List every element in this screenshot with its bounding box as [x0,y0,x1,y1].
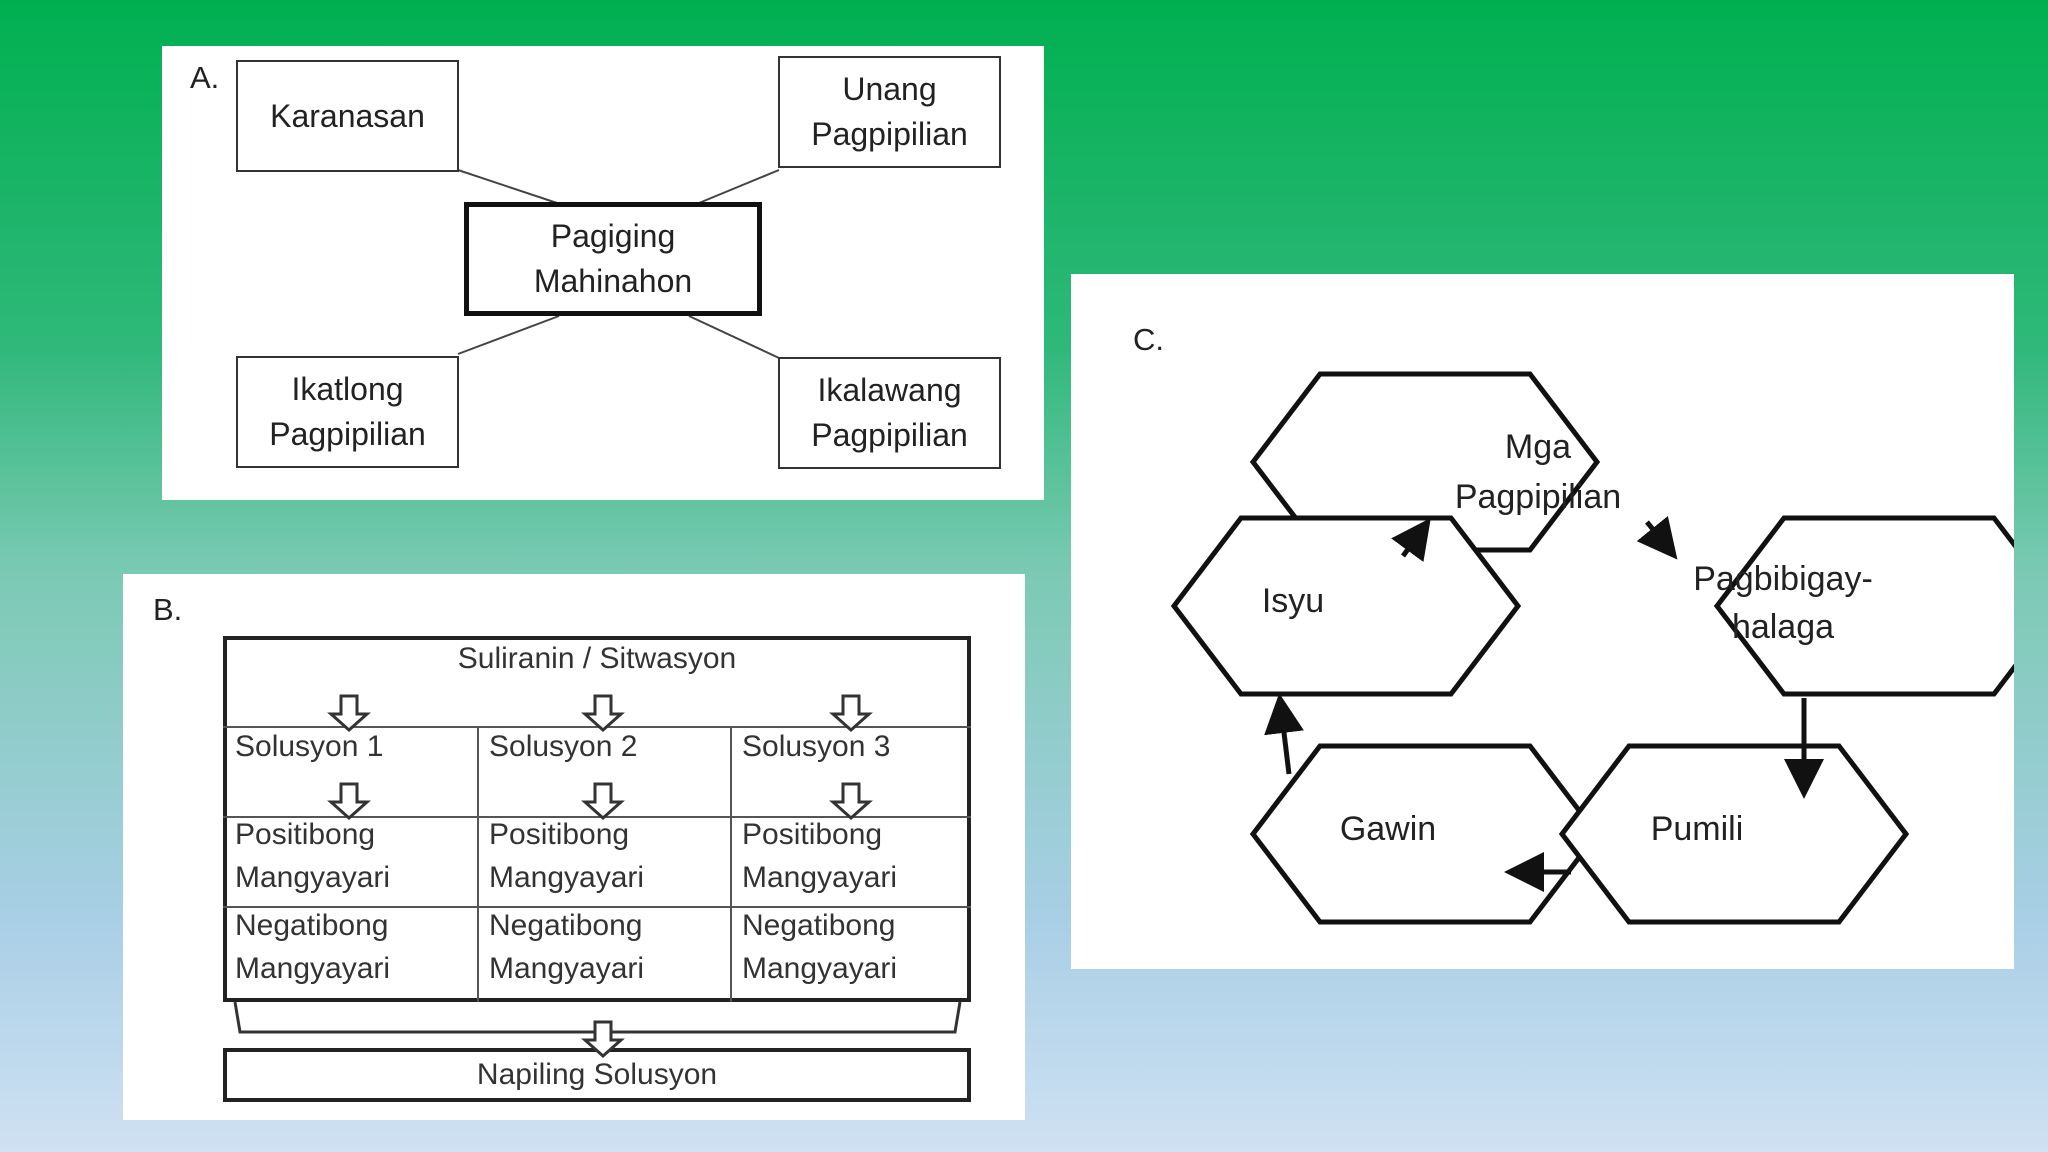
negatibong-2-cell: Negatibong Mangyayari [489,905,644,990]
mga-pagpipilian-hex [1249,371,1601,553]
ikatlong-pagpipilian-text: Ikatlong Pagpipilian [269,367,426,457]
positibong-2-cell: Positibong Mangyayari [489,814,644,899]
negatibong-2-line-2: Mangyayari [489,951,645,985]
down-arrow-icon [581,1020,625,1058]
negatibong-1-line-2: Mangyayari [235,951,391,985]
unang-pagpipilian-text: Unang Pagpipilian [811,67,968,157]
cycle-diagram: Mga Pagpipilian Isyu Pagbibigay- halaga … [1170,371,2014,925]
unang-line-1: Unang [842,71,937,108]
panel-b-label: B. [153,592,183,627]
ikatlong-line-1: Ikatlong [291,371,404,408]
positibong-2-line-1: Positibong [489,818,630,851]
pumili-hex [1558,743,1910,925]
positibong-2-line-2: Mangyayari [489,860,645,894]
unang-line-2: Pagpipilian [811,116,968,152]
isyu-label: Isyu [1262,582,1324,620]
down-arrow-icon [327,694,371,732]
solusyon-1-cell: Solusyon 1 [235,730,384,763]
negatibong-1-cell: Negatibong Mangyayari [235,905,390,990]
center-line-1: Pagiging [550,218,676,255]
gawin-label: Gawin [1340,810,1436,848]
isyu-hex [1170,515,1522,697]
arrow-gawin-to-isyu [1264,693,1304,775]
center-line-2: Mahinahon [533,263,693,299]
unang-pagpipilian-box: Unang Pagpipilian [778,56,1001,168]
panel-a: A. Karanasan Unang Pagpipilian Pagiging … [162,46,1044,500]
positibong-1-cell: Positibong Mangyayari [235,814,390,899]
panel-b: B. Suliranin / Sitwasyon Solusyon 1 Posi… [123,574,1025,1120]
ikatlong-line-2: Pagpipilian [269,416,426,452]
ikalawang-line-2: Pagpipilian [811,417,968,453]
decision-table: Suliranin / Sitwasyon [223,636,971,1002]
down-arrow-icon [829,782,873,820]
pagiging-mahinahon-box: Pagiging Mahinahon [464,202,762,316]
mga-pagpipilian-label: Mga [1505,428,1571,466]
negatibong-3-line-2: Mangyayari [742,951,898,985]
down-arrow-icon [581,782,625,820]
panel-c: C. Mga Pagpipilian Isyu Pagbibigay- hala… [1071,274,2014,969]
gawin-hex [1249,743,1601,925]
suliranin-header: Suliranin / Sitwasyon [457,642,737,675]
down-arrow-icon [327,782,371,820]
ikalawang-pagpipilian-box: Ikalawang Pagpipilian [778,357,1001,469]
arrow-isyu-to-mga-pagpipilian [1391,517,1431,562]
ikalawang-pagpipilian-text: Ikalawang Pagpipilian [811,368,968,458]
negatibong-2-line-1: Negatibong [489,909,643,942]
positibong-3-line-1: Positibong [742,818,883,851]
pumili-label: Pumili [1651,810,1744,848]
solusyon-2-cell: Solusyon 2 [489,730,638,763]
panel-a-label: A. [190,60,220,95]
negatibong-3-cell: Negatibong Mangyayari [742,905,897,990]
positibong-1-line-2: Mangyayari [235,860,391,894]
negatibong-3-line-1: Negatibong [742,909,896,942]
ikatlong-pagpipilian-box: Ikatlong Pagpipilian [236,356,459,468]
panel-c-label: C. [1133,322,1164,357]
mga-pagpipilian-label: Pagpipilian [1455,478,1621,516]
positibong-3-line-2: Mangyayari [742,860,898,894]
positibong-3-cell: Positibong Mangyayari [742,814,897,899]
arrow-mga-pagpipilian-to-pagbibigay [1636,515,1678,560]
negatibong-1-line-1: Negatibong [235,909,389,942]
pagiging-mahinahon-text: Pagiging Mahinahon [534,214,692,304]
solusyon-3-cell: Solusyon 3 [742,730,891,763]
down-arrow-icon [829,694,873,732]
napiling-solusyon-text: Napiling Solusyon [476,1058,718,1091]
down-arrow-icon [581,694,625,732]
pagbibigay-halaga-label: halaga [1732,608,1834,646]
karanasan-text: Karanasan [270,97,425,134]
karanasan-box: Karanasan [236,60,459,172]
pagbibigay-halaga-hex [1713,515,2014,697]
pagbibigay-halaga-label: Pagbibigay- [1693,560,1873,598]
ikalawang-line-1: Ikalawang [817,372,962,409]
positibong-1-line-1: Positibong [235,818,376,851]
